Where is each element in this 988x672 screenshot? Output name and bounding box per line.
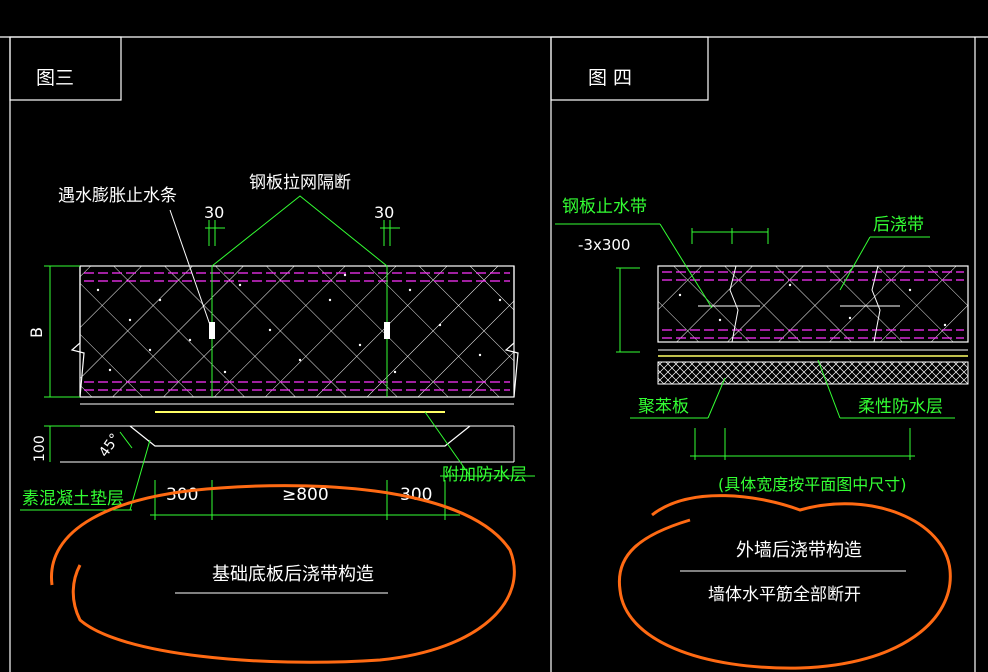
dim-800: ≥800 (282, 485, 329, 505)
figure-4-title: 图 四 (588, 67, 632, 89)
concrete-aggregate (96, 273, 502, 374)
label-steel-waterstop: 钢板止水带 (562, 197, 647, 217)
figure-4: 图 四 (550, 36, 969, 670)
dim-300-left: 300 (166, 485, 198, 505)
drawing-frame (0, 36, 988, 672)
figure-3-title: 图三 (36, 67, 74, 89)
figure-3-dimensions (20, 195, 535, 520)
figure-3: 图三 (9, 36, 535, 664)
waterstop-strip-left (209, 322, 215, 339)
label-waterstop: 遇水膨胀止水条 (58, 186, 177, 206)
markup-ellipse-right (617, 494, 952, 670)
label-mesh: 钢板拉网隔断 (249, 173, 351, 193)
label-cushion: 素混凝土垫层 (22, 489, 124, 509)
foundation-slab (70, 265, 519, 398)
dim-30-left: 30 (204, 203, 224, 222)
label-width-note: (具体宽度按平面图中尺寸) (718, 475, 907, 494)
label-polystyrene: 聚苯板 (638, 397, 689, 417)
label-flexible-waterproof: 柔性防水层 (858, 397, 943, 417)
figure-3-caption: 基础底板后浇带构造 (212, 564, 374, 585)
markup-ellipse-left (50, 484, 516, 664)
waterstop-strip-right (384, 322, 390, 339)
label-extra-waterproof: 附加防水层 (442, 465, 527, 485)
slab-underlayers (60, 403, 515, 463)
dim-100: 100 (32, 435, 48, 462)
figure-4-note: 墙体水平筋全部断开 (708, 585, 861, 605)
figure-4-caption: 外墙后浇带构造 (736, 540, 862, 561)
dim-B: B (27, 327, 46, 338)
exterior-wall (657, 265, 969, 385)
dim-30-right: 30 (374, 203, 394, 222)
dim-steel-plate: -3x300 (578, 236, 630, 254)
label-post-pour: 后浇带 (873, 215, 924, 235)
figure-4-title-box: 图 四 (550, 36, 709, 101)
slab-rebar (84, 272, 510, 391)
figure-3-title-box: 图三 (9, 36, 122, 101)
polystyrene-board (657, 361, 969, 385)
angle-45: 45° (96, 431, 123, 461)
figure-4-dimensions (555, 223, 955, 460)
waterstop-leader (169, 209, 211, 326)
